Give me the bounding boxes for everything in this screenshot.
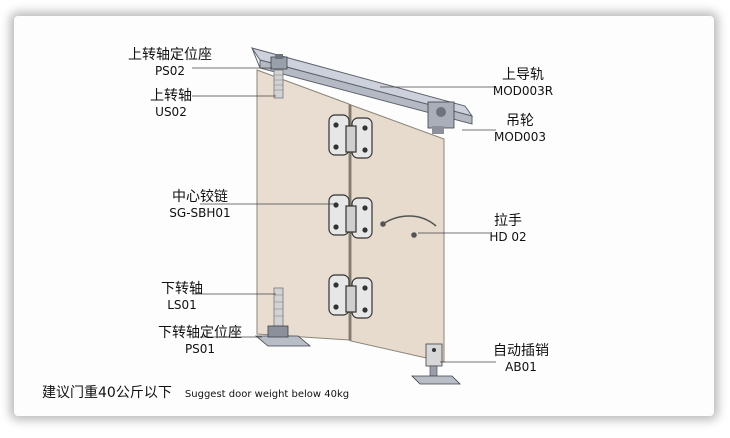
upper-pivot-seat-part <box>270 54 288 70</box>
left-door-panel <box>256 69 350 341</box>
hanger-wheel-part <box>427 101 455 134</box>
label-upper-pivot-seat: 上转轴定位座 PS02 <box>128 47 212 78</box>
hinge-top <box>328 114 373 159</box>
leader-lines <box>192 67 496 363</box>
weight-note-zh: 建议门重40公斤以下 <box>42 385 172 401</box>
lower-pivot-seat-part <box>254 325 312 347</box>
upper-pivot-part <box>273 69 284 99</box>
label-center-hinge: 中心铰链 SG-SBH01 <box>169 189 231 220</box>
hinge-middle <box>328 194 373 239</box>
label-lower-pivot-seat: 下转轴定位座 PS01 <box>158 325 242 356</box>
label-hanger-wheel: 吊轮 MOD003 <box>494 113 546 144</box>
label-upper-track: 上导轨 MOD003R <box>492 67 554 98</box>
weight-note-en: Suggest door weight below 40kg <box>184 389 350 400</box>
label-handle: 拉手 HD 02 <box>489 213 527 244</box>
handle-part <box>380 215 437 238</box>
weight-note: 建议门重40公斤以下 Suggest door weight below 40k… <box>42 382 349 402</box>
label-auto-bolt: 自动插销 AB01 <box>493 343 549 374</box>
hinge-bottom <box>328 274 373 319</box>
auto-bolt-part <box>411 343 461 385</box>
lower-pivot-part <box>273 287 284 327</box>
label-upper-pivot: 上转轴 US02 <box>150 88 192 119</box>
label-lower-pivot: 下转轴 LS01 <box>161 281 203 312</box>
